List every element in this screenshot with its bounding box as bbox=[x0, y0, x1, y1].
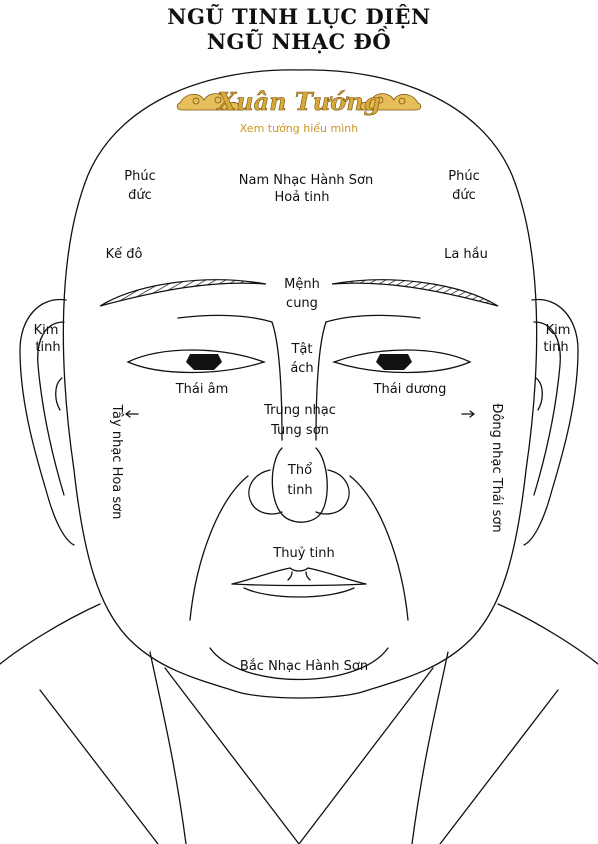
right-ear-inner bbox=[533, 321, 561, 496]
label-phuc-duc-right-1: Phúc bbox=[448, 169, 479, 184]
left-ear-outer bbox=[19, 298, 75, 546]
label-trung-nhac: Trung nhạc bbox=[263, 403, 336, 418]
shoulder-right bbox=[497, 603, 598, 665]
nose-bridge-right bbox=[315, 321, 327, 441]
chin-curve bbox=[209, 647, 389, 681]
shoulder-left-2 bbox=[39, 689, 159, 844]
label-hoa-tinh: Hoả tinh bbox=[274, 190, 329, 205]
label-menh-cung-2: cung bbox=[286, 296, 318, 311]
left-eyebrow bbox=[99, 279, 267, 307]
label-bac-nhac: Bắc Nhạc Hành Sơn bbox=[240, 659, 368, 674]
right-brow-line bbox=[325, 314, 421, 323]
nose-tip bbox=[271, 447, 328, 523]
left-ear-inner bbox=[37, 321, 65, 496]
label-tung-son: Tung sơn bbox=[270, 423, 329, 438]
logo-tagline: Xem tướng hiểu mình bbox=[240, 122, 358, 135]
label-nam-nhac: Nam Nhạc Hành Sơn bbox=[239, 173, 374, 188]
upper-lip bbox=[231, 567, 367, 585]
label-phuc-duc-left-1: Phúc bbox=[124, 169, 155, 184]
lower-lip bbox=[243, 587, 355, 598]
label-thai-duong: Thái dương bbox=[373, 382, 447, 397]
left-brow-line bbox=[177, 314, 273, 323]
neck-left bbox=[149, 651, 187, 844]
cloud-left-icon bbox=[176, 93, 241, 111]
label-tho-tinh-1: Thổ bbox=[287, 463, 312, 478]
right-nasolabial-fold bbox=[349, 475, 409, 621]
left-nasolabial-fold bbox=[189, 475, 249, 621]
neck-right bbox=[411, 651, 449, 844]
label-dong-nhac: Đông nhạc Thái sơn bbox=[489, 403, 504, 532]
lip-line bbox=[231, 583, 367, 587]
right-eye-outline bbox=[331, 349, 472, 374]
label-kim-tinh-left-2: tinh bbox=[35, 340, 60, 355]
nose-wing-left bbox=[248, 469, 283, 515]
label-thai-am: Thái âm bbox=[175, 382, 229, 397]
shoulder-right-2 bbox=[439, 689, 559, 844]
right-eyebrow bbox=[331, 279, 499, 307]
cloud-right-icon bbox=[357, 93, 422, 111]
label-tat-ach-2: ách bbox=[290, 361, 313, 376]
collar-v bbox=[164, 667, 434, 844]
label-kim-tinh-left-1: Kim bbox=[34, 323, 59, 338]
label-kim-tinh-right-1: Kim bbox=[546, 323, 571, 338]
label-phuc-duc-left-2: đức bbox=[128, 188, 152, 203]
label-menh-cung-1: Mệnh bbox=[284, 277, 320, 292]
left-pupil bbox=[186, 354, 222, 370]
label-phuc-duc-right-2: đức bbox=[452, 188, 476, 203]
label-tho-tinh-2: tinh bbox=[287, 483, 312, 498]
title-line-1: NGŨ TINH LỤC DIỆN bbox=[167, 4, 431, 29]
label-la-hau: La hầu bbox=[444, 247, 488, 262]
nose-bridge-left bbox=[271, 321, 283, 441]
head-outline bbox=[62, 69, 538, 699]
label-tay-nhac: Tây nhạc Hoa sơn bbox=[109, 404, 124, 520]
right-pupil bbox=[376, 354, 412, 370]
label-tat-ach-1: Tật bbox=[290, 342, 312, 357]
title-line-2: NGŨ NHẠC ĐỒ bbox=[206, 29, 392, 54]
logo: Xuân Tướng Xem tướng hiểu mình bbox=[176, 87, 422, 135]
shoulder-left bbox=[0, 603, 101, 665]
label-kim-tinh-right-2: tinh bbox=[543, 340, 568, 355]
nose-wing-right bbox=[315, 469, 350, 515]
left-eye-outline bbox=[126, 349, 267, 374]
right-ear-outer bbox=[523, 298, 579, 546]
logo-name: Xuân Tướng bbox=[216, 87, 381, 116]
label-ke-do: Kế đô bbox=[106, 247, 143, 262]
label-thuy-tinh: Thuỷ tinh bbox=[272, 546, 334, 561]
